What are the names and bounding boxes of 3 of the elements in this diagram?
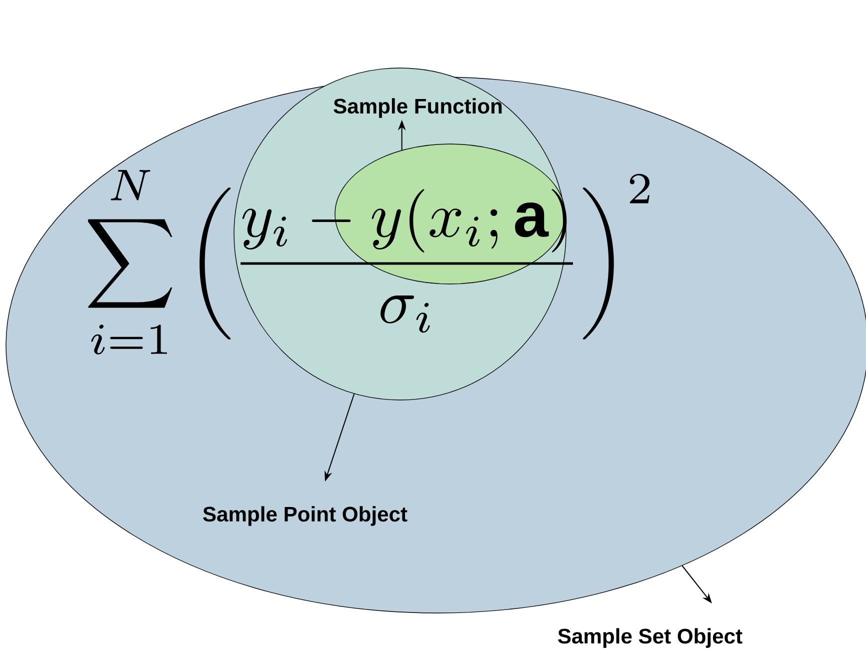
node-label: Sample Function [334,98,502,118]
node-label: Sample Set Object [558,628,742,648]
node-label: Sample Point Object [203,506,408,526]
